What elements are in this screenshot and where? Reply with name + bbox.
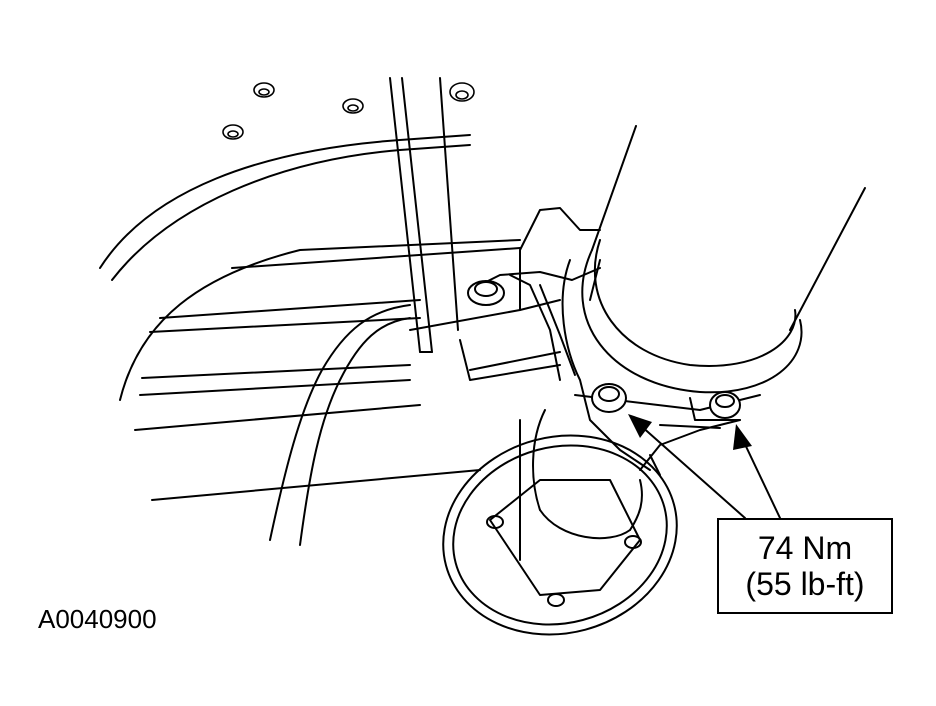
bolts [591,383,741,419]
callout-leader-lines [628,414,781,519]
floor-pan-holes [222,82,475,140]
arrow-head-right [733,424,752,450]
mount-bracket [467,267,601,381]
torque-metric-label: 74 Nm [757,530,853,566]
driveshaft [519,409,643,561]
torque-callout-box: 74 Nm (55 lb-ft) [717,518,893,614]
body-panel [99,134,521,501]
axle-tube [581,125,866,394]
arrow-head-left [628,414,652,438]
companion-flange [442,434,678,636]
brake-line [269,304,411,546]
bolt-left [591,383,627,413]
vertical-strap [389,77,459,353]
figure-reference-id: A0040900 [38,604,157,634]
cross-member [409,207,601,381]
torque-imperial-label: (55 lb-ft) [745,566,865,602]
